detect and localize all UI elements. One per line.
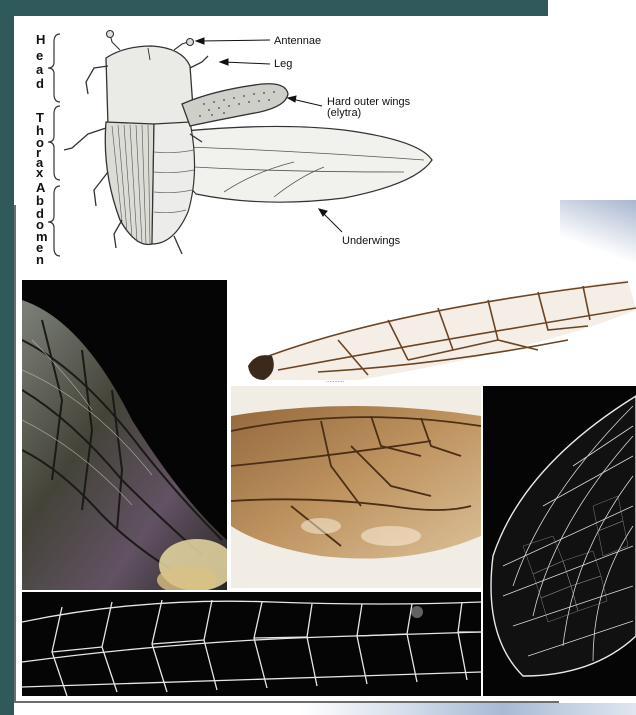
photo-caption-strip: ........... xyxy=(326,378,345,384)
frame-rule-left xyxy=(14,205,16,701)
elytra-label-line2: (elytra) xyxy=(327,107,361,119)
underwing-shape xyxy=(174,126,432,202)
photo-lace-wing-dark xyxy=(483,386,636,696)
thorax-region-label: T h o r a x xyxy=(36,110,44,180)
underwings-label: Underwings xyxy=(342,235,401,247)
photo-amber-wing xyxy=(231,386,481,588)
leg-label: Leg xyxy=(274,58,292,70)
head-letter: a xyxy=(36,62,44,77)
head-letter: H xyxy=(36,32,45,47)
frame-decoration-right xyxy=(560,200,636,280)
photo-iridescent-wing xyxy=(22,280,227,590)
photo-veined-wing-light: ........... xyxy=(238,280,636,384)
thorax-letter: x xyxy=(36,165,44,180)
head-brace xyxy=(48,34,60,102)
thorax-brace xyxy=(48,106,60,180)
frame-left-bar xyxy=(0,0,14,715)
beetle-elytron-raised xyxy=(182,84,288,126)
frame-top-bar xyxy=(0,0,548,16)
beetle-elytron-left xyxy=(105,122,154,245)
abdomen-region-label: A b d o m e n xyxy=(36,180,48,267)
photo-veined-wing-strip xyxy=(22,592,481,696)
beetle-abdomen xyxy=(152,122,195,244)
head-region-label: H e a d xyxy=(36,32,45,91)
beetle-anatomy-diagram: H e a d T h o r a x A b d o m e n xyxy=(24,22,444,267)
antennae-label: Antennae xyxy=(274,35,321,47)
frame-decoration-bottom xyxy=(300,703,636,715)
abdomen-brace xyxy=(48,186,60,256)
abdomen-letter: n xyxy=(36,252,44,267)
head-letter: e xyxy=(36,48,43,63)
head-letter: d xyxy=(36,76,44,91)
